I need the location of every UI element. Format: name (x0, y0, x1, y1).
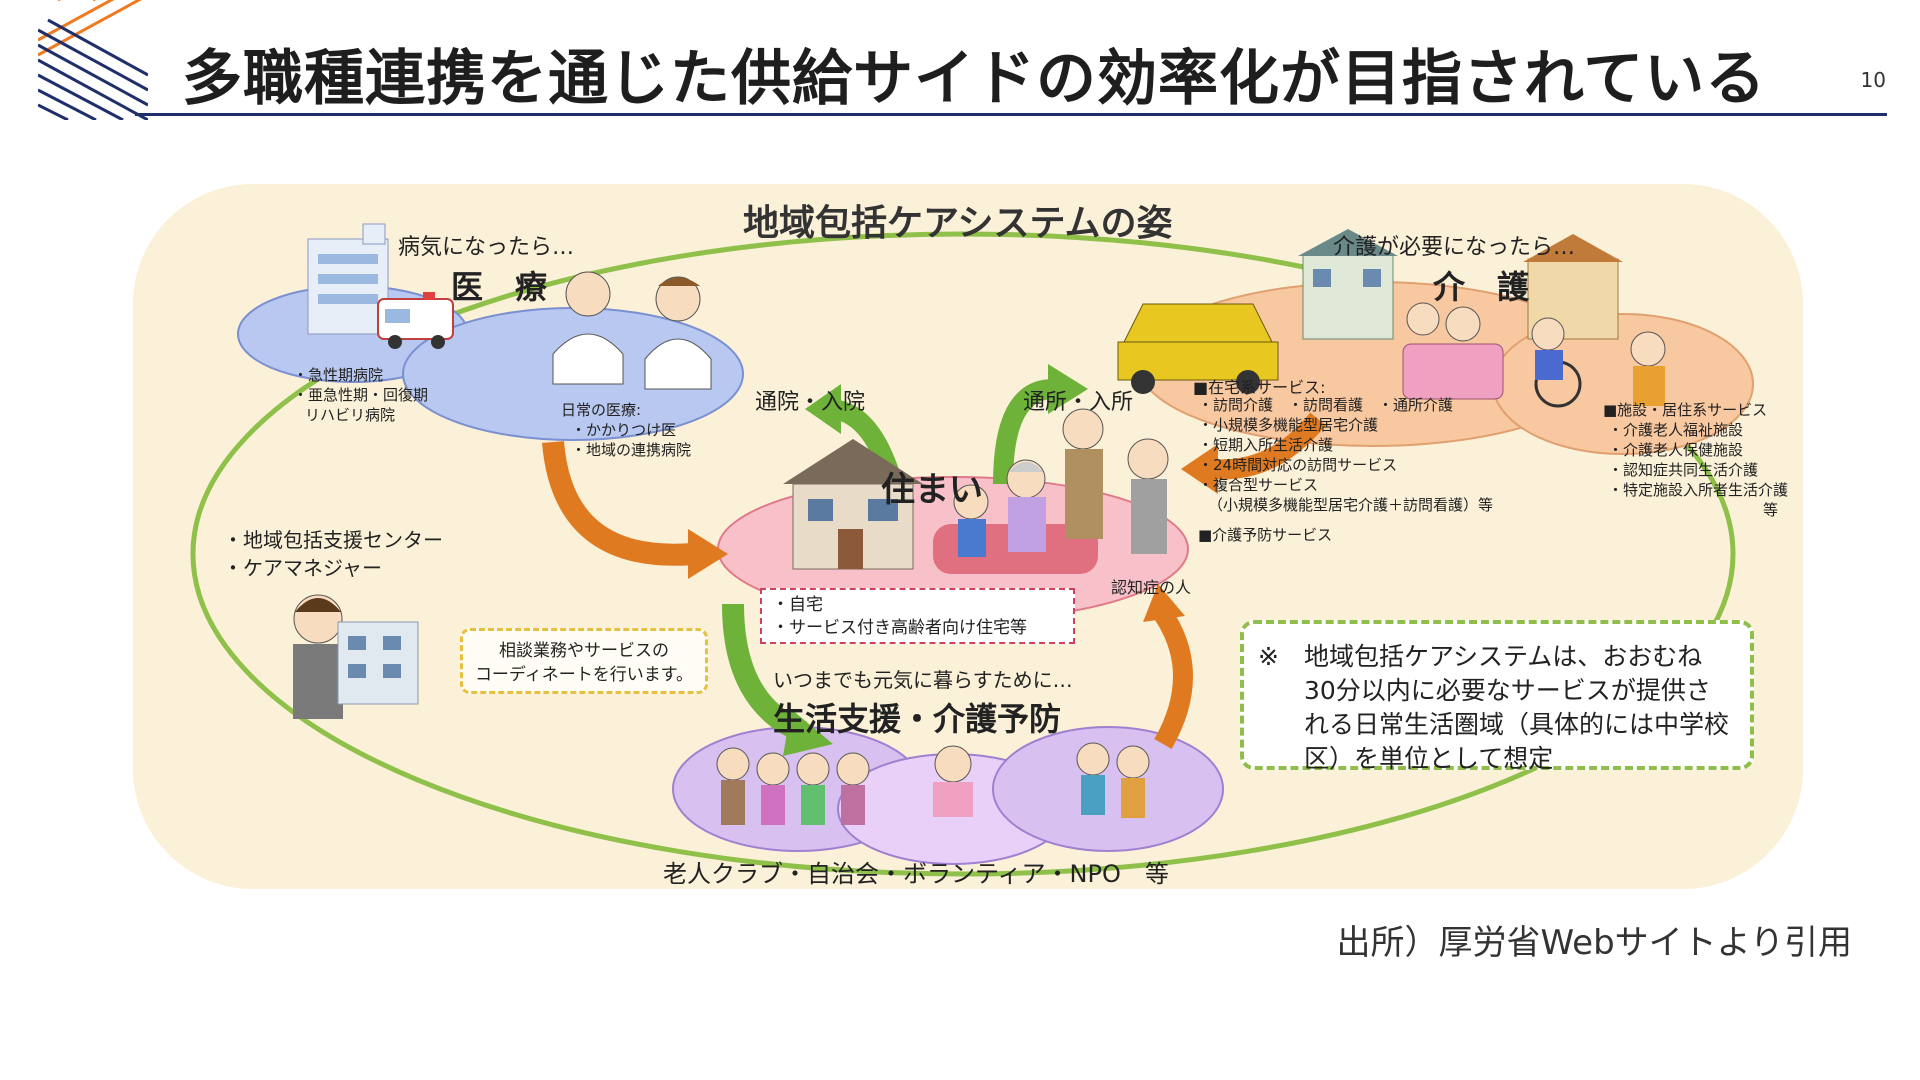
page-number: 10 (1860, 68, 1886, 92)
hospital-item-1: ・急性期病院 (293, 366, 384, 384)
home-service-item-6: （小規模多機能型居宅介護＋訪問看護）等 (1208, 496, 1494, 514)
note-text: 地域包括ケアシステムは、おおむね30分以内に必要なサービスが提供される日常生活圏… (1304, 642, 1730, 773)
wheelchair-icon (1531, 317, 1666, 408)
note-mark: ※ (1258, 642, 1279, 671)
flow-hospital-label: 通院・入院 (755, 390, 866, 415)
facility-service-title: ■施設・居住系サービス (1603, 401, 1768, 419)
home-service-item-3: ・短期入所生活介護 (1198, 436, 1334, 454)
care-system-diagram: 地域包括ケアシステムの姿 病気になったら… 医 療 ・急性期病院 ・亜急性期・回… (133, 184, 1803, 889)
consult-line-2: コーディネートを行います。 (474, 665, 694, 685)
facility-item-1: ・介護老人福祉施設 (1608, 421, 1744, 439)
house-icon (783, 439, 923, 570)
life-support-title: 生活支援・介護予防 (773, 700, 1062, 738)
consult-line-1: 相談業務やサービスの (499, 641, 669, 661)
community-groups: 老人クラブ・自治会・ボランティア・NPO 等 (663, 860, 1169, 888)
senior-group-icon (716, 742, 1150, 825)
title-underline (135, 113, 1887, 116)
elderly-family-icon (933, 408, 1169, 574)
daily-care-item-1: ・かかりつけ医 (571, 421, 677, 439)
daily-care-item-2: ・地域の連携病院 (571, 441, 692, 459)
home-type-2: ・サービス付き高齢者向け住宅等 (772, 618, 1027, 638)
prevention-service: ■介護予防サービス (1198, 526, 1333, 544)
hospital-icon (307, 223, 389, 335)
care-van-icon (1117, 303, 1279, 394)
note-box: ※ 地域包括ケアシステムは、おおむね30分以内に必要なサービスが提供される日常生… (1240, 620, 1754, 773)
home-service-item-5: ・複合型サービス (1198, 476, 1319, 494)
daily-care-title: 日常の医療: (561, 401, 642, 419)
hospital-item-2: ・亜急性期・回復期 (293, 386, 429, 404)
life-support-intro: いつまでも元気に暮らすために… (773, 668, 1073, 692)
home-service-item-2: ・小規模多機能型居宅介護 (1198, 416, 1379, 434)
home-type-1: ・自宅 (772, 595, 823, 615)
source-citation: 出所）厚労省Webサイトより引用 (1336, 923, 1852, 963)
bath-care-icon (1402, 302, 1504, 400)
doctor-nurse-icon (552, 271, 712, 390)
home-type-list: ・自宅 ・サービス付き高齢者向け住宅等 (760, 588, 1075, 644)
diagram-graphics (190, 223, 1754, 877)
facility-item-5: 等 (1763, 501, 1779, 519)
home-service-item-4: ・24時間対応の訪問サービス (1198, 456, 1398, 474)
facility-item-3: ・認知症共同生活介護 (1608, 461, 1759, 479)
medical-title: 医 療 (451, 268, 548, 306)
home-service-item-1: ・訪問介護 ・訪問看護 ・通所介護 (1198, 396, 1454, 414)
hospital-item-3: リハビリ病院 (305, 406, 396, 424)
home-title: 住まい (881, 470, 983, 510)
care-manager-icon (293, 594, 419, 719)
home-service-title: ■在宅系サービス: (1193, 378, 1326, 397)
dementia-label: 認知症の人 (1111, 578, 1192, 597)
support-center-item-1: ・地域包括支援センター (223, 528, 443, 552)
care-title: 介 護 (1433, 268, 1530, 306)
flow-daycare-label: 通所・入所 (1023, 390, 1134, 415)
support-center-item-2: ・ケアマネジャー (223, 556, 382, 580)
facility-item-2: ・介護老人保健施設 (1608, 441, 1744, 459)
consult-bubble: 相談業務やサービスの コーディネートを行います。 (460, 628, 708, 694)
care-intro: 介護が必要になったら… (1333, 235, 1576, 260)
medical-intro: 病気になったら… (398, 235, 575, 260)
slide-title: 多職種連携を通じた供給サイドの効率化が目指されている (182, 44, 1767, 114)
decorative-stripes (38, 0, 148, 120)
facility-item-4: ・特定施設入所者生活介護 (1608, 481, 1789, 499)
ambulance-icon (377, 292, 454, 349)
diagram-heading: 地域包括ケアシステムの姿 (743, 203, 1173, 244)
